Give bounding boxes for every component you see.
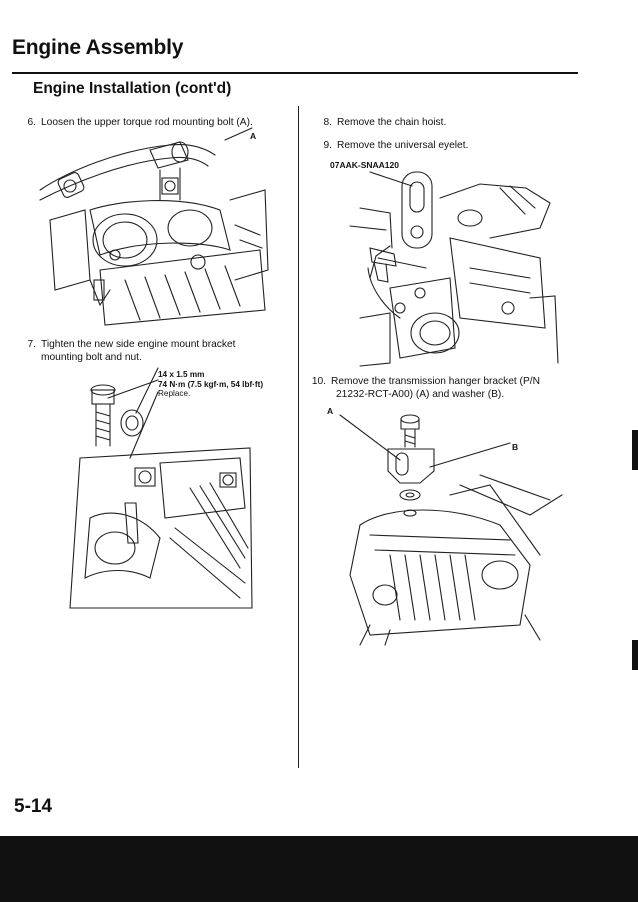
spec-torque: 74 N·m (7.5 kgf·m, 54 lbf·ft) — [158, 379, 264, 389]
torque-spec: 14 x 1.5 mm 74 N·m (7.5 kgf·m, 54 lbf·ft… — [158, 370, 263, 399]
tool-number: 07AAK-SNAA120 — [330, 160, 399, 170]
step-text-line2: 21232-RCT-A00) (A) and washer (B). — [336, 389, 505, 400]
step-number: 9. — [323, 140, 333, 151]
step-10: 10. Remove the transmission hanger bracke… — [310, 375, 540, 401]
callout-b-fig10: B — [512, 442, 519, 452]
step-number: 7. — [27, 339, 37, 350]
callout-a-fig10: A — [327, 406, 334, 416]
step-text: Remove the universal eyelet. — [337, 140, 469, 151]
step-number: 6. — [27, 117, 37, 128]
page-number: 5-14 — [14, 796, 53, 817]
spec-size: 14 x 1.5 mm — [158, 370, 205, 379]
edge-tab-mark — [632, 640, 638, 670]
step-text: Loosen the upper torque rod mounting bol… — [41, 117, 253, 128]
step-text-line1: Tighten the new side engine mount bracke… — [41, 339, 236, 350]
title-rule — [12, 72, 578, 74]
step-text-line1: Remove the transmission hanger bracket (… — [331, 376, 540, 387]
universal-eyelet-illustration — [349, 171, 559, 367]
footer-band — [0, 836, 638, 902]
upper-torque-rod-illustration — [39, 127, 269, 326]
step-number: 10. — [311, 376, 326, 387]
step-6: 6. Loosen the upper torque rod mounting b… — [20, 116, 253, 129]
page-title: Engine Assembly — [12, 36, 184, 59]
step-number: 8. — [323, 117, 333, 128]
step-7: 7. Tighten the new side engine mount brac… — [20, 338, 236, 364]
spec-note: Replace. — [158, 389, 191, 399]
edge-tab-mark — [632, 430, 638, 470]
step-text: Remove the chain hoist. — [337, 117, 447, 128]
step-8: 8. Remove the chain hoist. — [316, 116, 447, 129]
side-mount-bracket-illustration — [69, 367, 253, 609]
step-9: 9. Remove the universal eyelet. — [316, 139, 469, 152]
step-text-line2: mounting bolt and nut. — [41, 352, 142, 363]
callout-a-fig6: A — [250, 131, 257, 141]
column-divider — [298, 106, 299, 768]
transmission-hanger-illustration — [339, 414, 563, 646]
section-title: Engine Installation (cont'd) — [33, 80, 232, 97]
